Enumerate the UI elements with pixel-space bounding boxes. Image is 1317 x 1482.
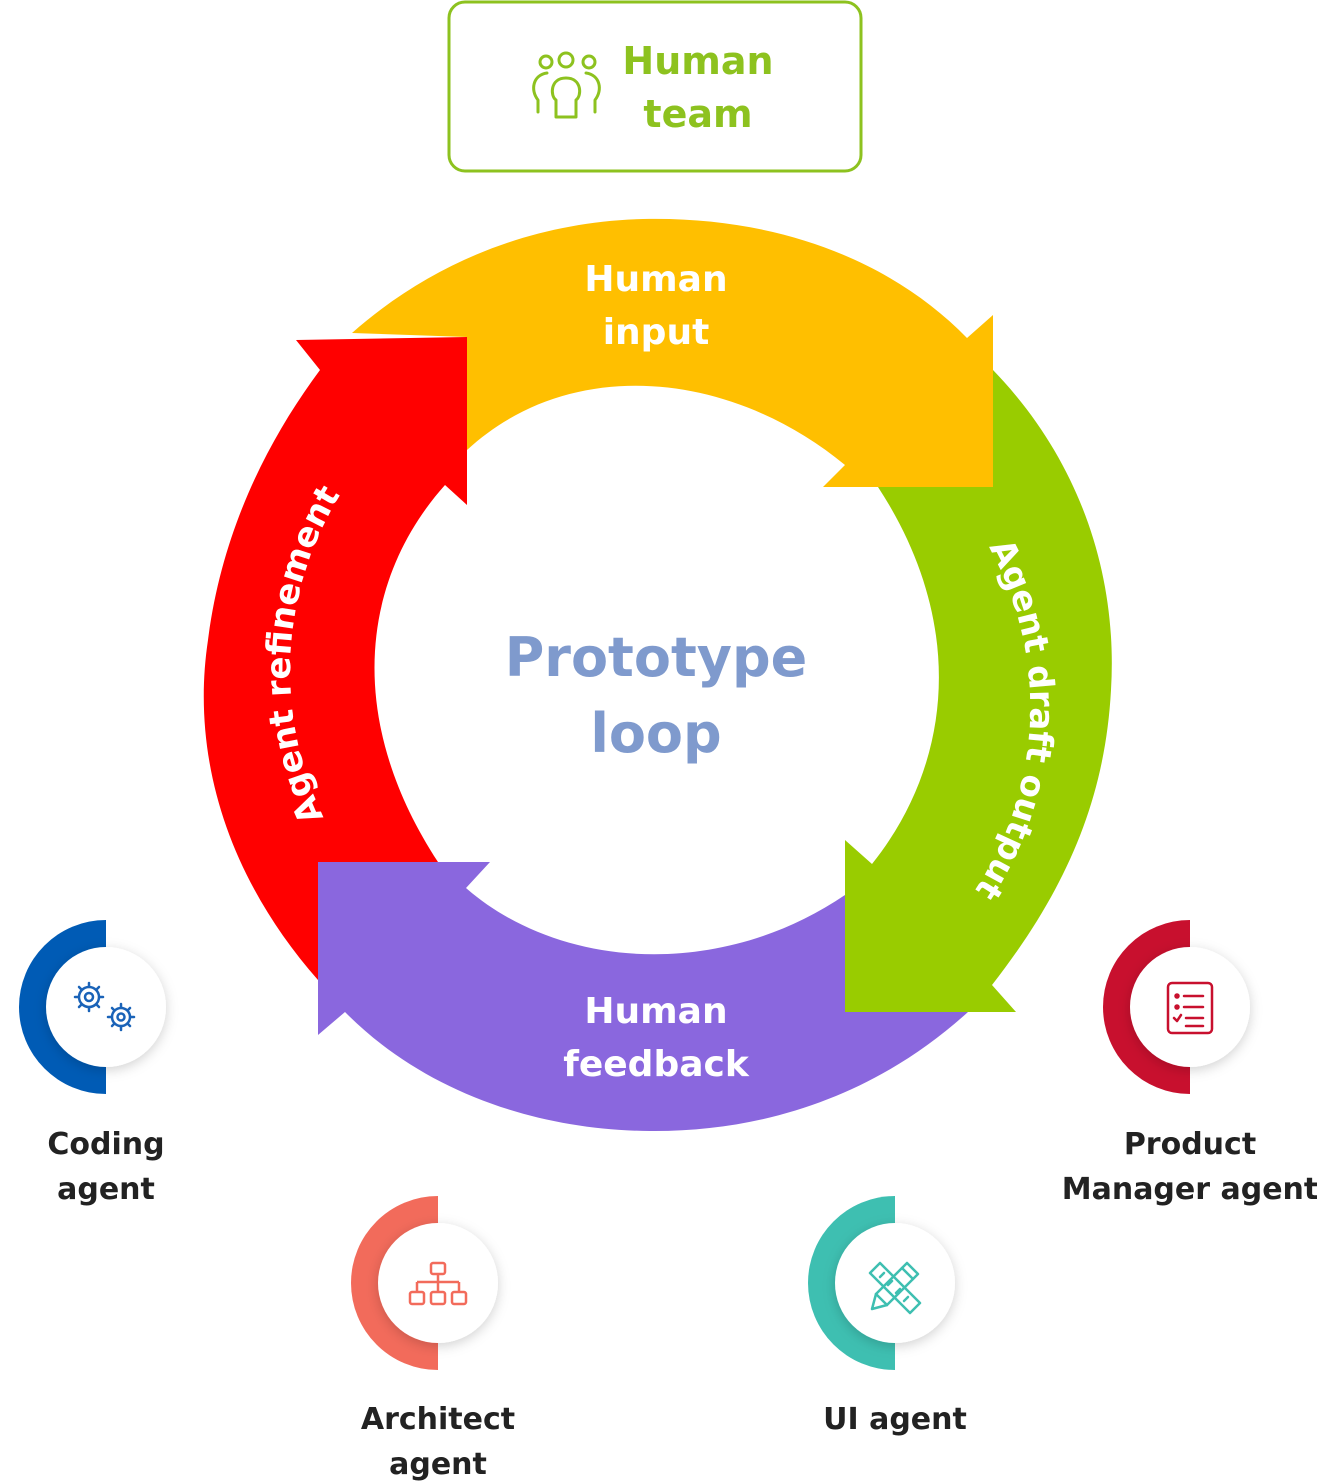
human-feedback-label-line1: Human xyxy=(584,991,727,1032)
ui-agent-label: UI agent xyxy=(823,1402,967,1437)
pencil-ruler-icon xyxy=(868,1261,922,1315)
product-manager-agent-label-line1: Product xyxy=(1124,1127,1256,1162)
gears-icon xyxy=(73,981,136,1032)
product-manager-agent: Product Manager agent xyxy=(1062,920,1317,1207)
people-icon xyxy=(532,51,601,119)
center-title-line2: loop xyxy=(590,702,721,765)
coding-agent-label-line2: agent xyxy=(57,1172,155,1207)
human-team-label-line1: Human xyxy=(622,39,773,83)
human-feedback-label-line2: feedback xyxy=(563,1044,750,1085)
cycle-arrows: Human input Human feedback Agent refinem… xyxy=(203,218,1112,1132)
human-team-label-line2: team xyxy=(643,92,752,136)
human-input-label-line1: Human xyxy=(584,259,727,300)
ui-agent: UI agent xyxy=(808,1196,967,1437)
checklist-icon xyxy=(1166,981,1214,1035)
architect-agent-label-line1: Architect xyxy=(361,1402,515,1437)
coding-agent: Coding agent xyxy=(19,920,166,1207)
coding-agent-label-line1: Coding xyxy=(47,1127,164,1162)
human-team-box: Human team xyxy=(447,0,863,173)
human-input-label-line2: input xyxy=(603,312,710,353)
human-input-arrow xyxy=(352,218,993,487)
agent-draft-output-arrow xyxy=(845,370,1112,1012)
product-manager-agent-label-line2: Manager agent xyxy=(1062,1172,1317,1207)
human-feedback-arrow xyxy=(318,862,968,1132)
agent-refinement-arrow xyxy=(203,337,467,980)
hierarchy-icon xyxy=(408,1261,468,1306)
architect-agent: Architect agent xyxy=(351,1196,515,1482)
center-title-line1: Prototype xyxy=(505,626,808,689)
architect-agent-label-line2: agent xyxy=(389,1447,487,1482)
